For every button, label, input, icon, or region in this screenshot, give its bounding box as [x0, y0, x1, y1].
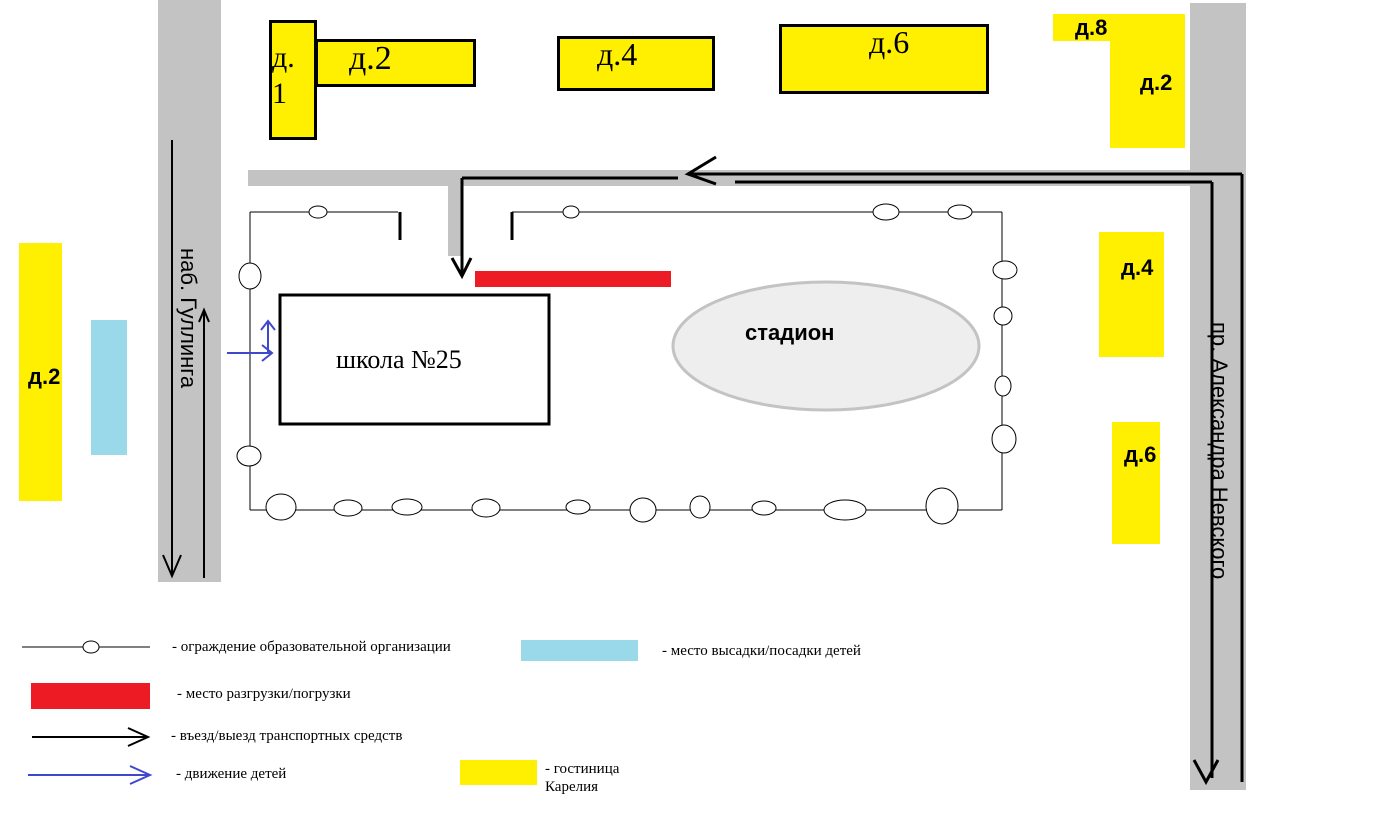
- house-label-right-d4: д.4: [1121, 255, 1154, 280]
- house-top-d4: [557, 36, 715, 91]
- stadium-label: стадион: [745, 320, 835, 345]
- house-label-top-d8: д.8: [1075, 15, 1108, 40]
- legend-children-arrow: [28, 765, 153, 785]
- children-route: [227, 319, 276, 362]
- legend-vehicle-text: - въезд/выезд транспортных средств: [171, 728, 403, 744]
- house-label-left-d2: д.2: [28, 364, 61, 389]
- legend-hotel-symbol: [460, 760, 537, 785]
- legend-dropoff-text: - место высадки/посадки детей: [662, 643, 861, 659]
- vehicle-route-left: [162, 140, 210, 579]
- house-top-d2: [315, 39, 476, 87]
- legend-fence-symbol: [22, 640, 150, 654]
- legend-fence-text: - ограждение образовательной организации: [172, 639, 451, 655]
- legend-loading-text: - место разгрузки/погрузки: [177, 686, 351, 702]
- school-building: [278, 293, 551, 426]
- house-label-right-d2: д.2: [1140, 70, 1173, 95]
- street-name-left: наб. Гуллинга: [176, 248, 201, 389]
- road-top: [248, 170, 1190, 186]
- loading-zone: [475, 271, 671, 287]
- house-left-d2: [19, 243, 62, 501]
- house-right-d6: [1112, 422, 1160, 544]
- house-right-d2: [1110, 14, 1185, 148]
- legend-hotel-text-2: Карелия: [545, 779, 599, 795]
- legend-hotel-text-1: - гостиница: [545, 761, 620, 777]
- house-label-top-d4: д.4: [597, 36, 638, 72]
- house-top-d6: [779, 24, 989, 94]
- fence-posts: [236, 203, 1018, 525]
- house-right-d4: [1099, 232, 1164, 357]
- house-label-right-d6: д.6: [1124, 442, 1157, 467]
- house-label-top-d6: д.6: [869, 24, 910, 60]
- legend-children-text: - движение детей: [176, 766, 287, 782]
- road-left: [158, 0, 221, 582]
- house-label-top-d1: д. 1: [272, 41, 295, 110]
- legend-loading-symbol: [31, 683, 150, 709]
- road-top-entry: [448, 178, 462, 256]
- house-label-top-d2: д.2: [349, 40, 392, 77]
- street-name-right: пр. Александра Невского: [1207, 322, 1232, 580]
- school-label: школа №25: [336, 345, 462, 374]
- road-right: [1190, 3, 1246, 790]
- vehicle-route: [450, 155, 1244, 786]
- house-top-d1: [269, 20, 317, 140]
- dropoff-zone: [91, 320, 127, 455]
- legend-vehicle-arrow: [32, 727, 151, 747]
- stadium-field: [671, 280, 981, 412]
- legend-dropoff-symbol: [521, 640, 638, 661]
